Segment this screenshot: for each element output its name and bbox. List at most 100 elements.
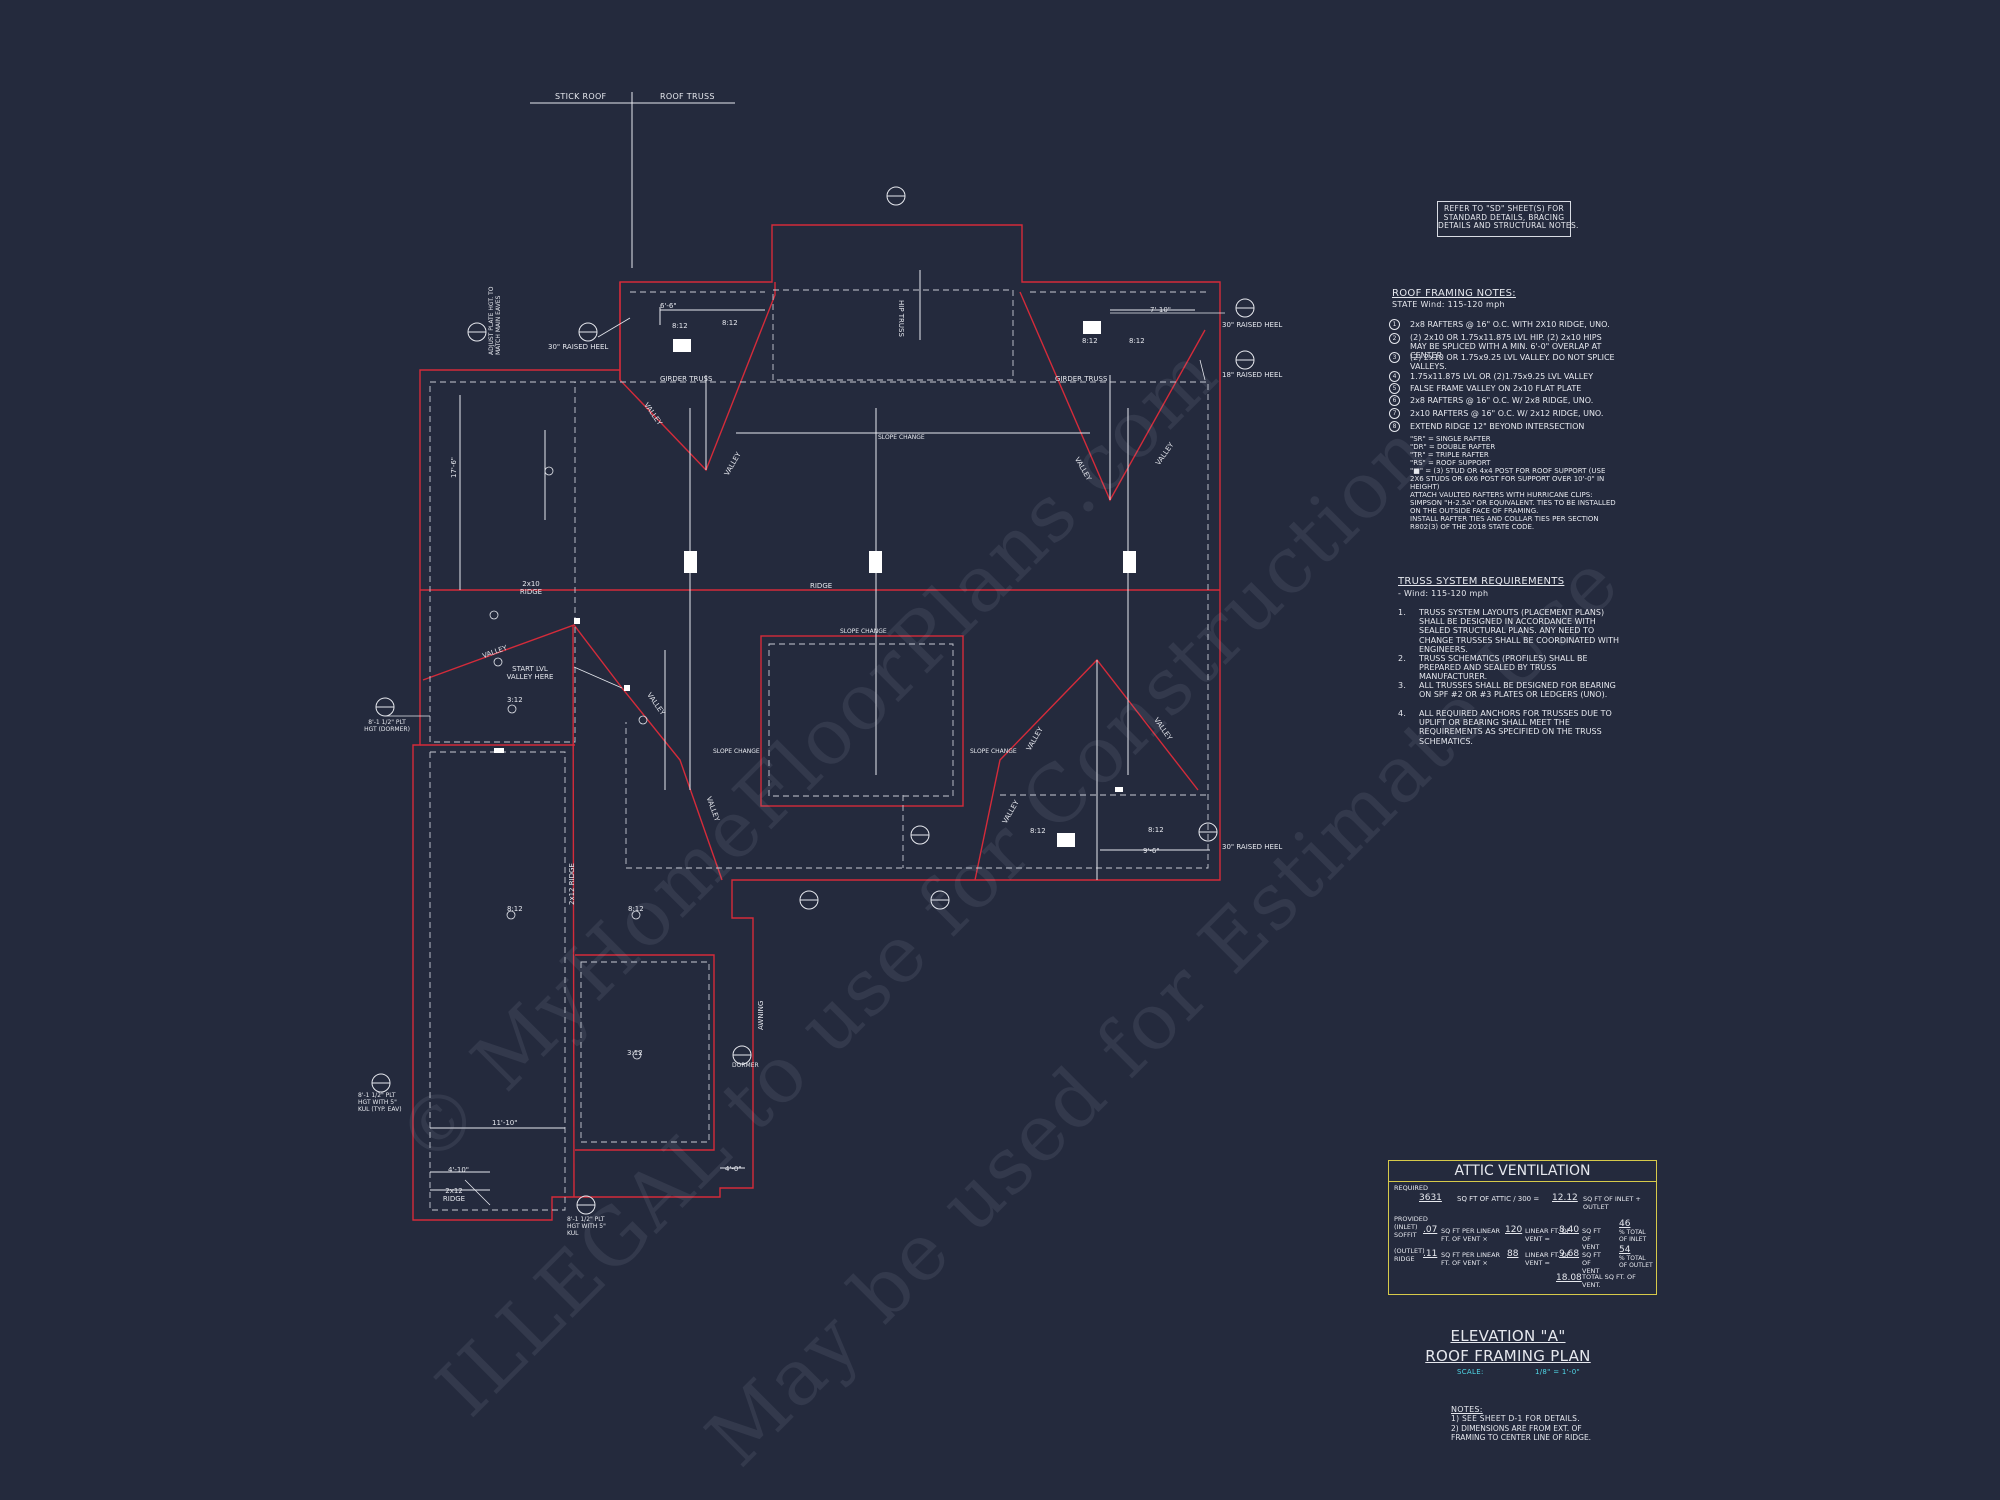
truss-req-number-2: 2. xyxy=(1398,654,1407,663)
slope-change-label-3: SLOPE CHANGE xyxy=(713,748,760,755)
plan-title-line-2: ROOF FRAMING PLAN xyxy=(1425,1347,1591,1365)
note-number-4: 4 xyxy=(1389,371,1400,382)
vent-soffit-lf: 120 xyxy=(1505,1225,1523,1235)
slope-change-label-2: SLOPE CHANGE xyxy=(840,628,887,635)
vent-required-unit: SQ FT OF INLET + OUTLET xyxy=(1583,1195,1641,1211)
plate-height-label-1: 8'-1 1/2" PLT HGT (DORMER) xyxy=(364,719,410,733)
notes-item-1: 1) SEE SHEET D-1 FOR DETAILS. xyxy=(1451,1414,1580,1423)
dormer-label: DORMER xyxy=(732,1062,759,1069)
note-bullet-7: INSTALL RAFTER TIES AND COLLAR TIES PER … xyxy=(1410,515,1599,532)
plan-title-line-1: ELEVATION "A" xyxy=(1450,1327,1566,1345)
dimension-4-0: 4'-0" xyxy=(725,1165,742,1173)
refer-line-3: DETAILS AND STRUCTURAL NOTES. xyxy=(1438,221,1579,231)
raised-heel-label-1: 30" RAISED HEEL xyxy=(548,343,609,351)
attic-ventilation-table: ATTIC VENTILATION REQUIRED 3631 SQ FT OF… xyxy=(1388,1160,1657,1295)
vent-required-label: REQUIRED xyxy=(1394,1184,1429,1192)
pitch-label-7: 8:12 xyxy=(628,905,644,913)
note-number-3: 3 xyxy=(1389,352,1400,363)
vent-soffit-total: 8.40 xyxy=(1559,1225,1580,1235)
note-text-7: 2x10 RAFTERS @ 16" O.C. W/ 2x12 RIDGE, U… xyxy=(1410,409,1604,418)
dimension-11-10: 11'-10" xyxy=(492,1119,518,1127)
start-lvl-label: START LVL VALLEY HERE xyxy=(506,665,554,681)
vent-ridge-pct: 54 xyxy=(1619,1245,1631,1255)
truss-req-number-3: 3. xyxy=(1398,681,1407,690)
vent-ridge-value: .11 xyxy=(1423,1249,1438,1259)
ridge-2x12-label: 2x12 RIDGE xyxy=(568,863,576,905)
vent-ridge-pct-text: % TOTAL OF OUTLET xyxy=(1619,1255,1653,1269)
stick-roof-label: STICK ROOF xyxy=(555,92,607,101)
refer-line-1: REFER TO "SD" SHEET(S) FOR xyxy=(1444,204,1564,213)
vent-ridge-total: 9.68 xyxy=(1559,1249,1580,1259)
pitch-label-5: 8:12 xyxy=(672,322,688,330)
dimension-4-10: 4'-10" xyxy=(448,1166,470,1174)
vent-grand-total: 18.08 xyxy=(1556,1273,1582,1283)
vent-soffit-value: .07 xyxy=(1423,1225,1438,1235)
pitch-label-6: 8:12 xyxy=(507,905,523,913)
vent-required-sqft: 3631 xyxy=(1419,1193,1442,1203)
roof-outline xyxy=(412,224,1221,1221)
note-bullet-2: "DR" = DOUBLE RAFTER xyxy=(1410,443,1496,451)
note-text-8: EXTEND RIDGE 12" BEYOND INTERSECTION xyxy=(1410,422,1585,431)
main-ridge-label: RIDGE xyxy=(810,582,833,590)
truss-req-number-1: 1. xyxy=(1398,608,1407,617)
vent-grand-total-text: TOTAL SQ FT. OF VENT. xyxy=(1582,1273,1636,1289)
note-number-8: 8 xyxy=(1389,421,1400,432)
note-bullet-4: "RS" = ROOF SUPPORT xyxy=(1410,459,1491,467)
vent-ridge-label: (OUTLET) RIDGE xyxy=(1394,1247,1425,1263)
pitch-label-3: 8:12 xyxy=(1129,337,1145,345)
raised-heel-label-3: 18" RAISED HEEL xyxy=(1222,371,1283,379)
refer-details-box: REFER TO "SD" SHEET(S) FOR STANDARD DETA… xyxy=(1437,201,1579,237)
note-number-5: 5 xyxy=(1389,383,1400,394)
vent-ridge-text: SQ FT PER LINEAR FT. OF VENT × xyxy=(1441,1251,1501,1267)
truss-req-text-4: ALL REQUIRED ANCHORS FOR TRUSSES DUE TO … xyxy=(1419,709,1612,746)
vent-soffit-pct-text: % TOTAL OF INLET xyxy=(1619,1229,1647,1243)
plan-scale-label: SCALE: xyxy=(1457,1368,1484,1376)
detail-callouts xyxy=(371,186,1255,1215)
plan-number-tags xyxy=(489,466,648,1060)
notes-title: NOTES: xyxy=(1451,1405,1483,1414)
vent-ridge-unit: SQ FT OF VENT xyxy=(1582,1251,1601,1275)
vent-required-text: SQ FT OF ATTIC / 300 = xyxy=(1457,1195,1540,1203)
vent-ridge-lf-text: LINEAR FT. OF VENT = xyxy=(1525,1251,1571,1267)
hip-truss-label: HIP TRUSS xyxy=(897,300,905,337)
vent-ridge-lf: 88 xyxy=(1507,1249,1519,1259)
plate-height-label-3: 8'-1 1/2" PLT HGT WITH 5" KUL xyxy=(567,1216,606,1237)
raised-heel-label-4: 30" RAISED HEEL xyxy=(1222,843,1283,851)
support-posts xyxy=(494,321,1136,847)
truss-requirements-title: TRUSS SYSTEM REQUIREMENTS xyxy=(1398,576,1565,587)
slope-change-label-1: SLOPE CHANGE xyxy=(878,434,925,441)
truss-req-number-4: 4. xyxy=(1398,709,1407,718)
attic-ventilation-title: ATTIC VENTILATION xyxy=(1389,1161,1656,1182)
roof-framing-notes-subtitle: STATE Wind: 115-120 mph xyxy=(1392,300,1505,309)
framing-lines xyxy=(430,92,1210,1191)
pitch-label-8: 3:12 xyxy=(627,1049,643,1057)
plate-height-label-2: 8'-1 1/2" PLT HGT WITH 5" KUL (TYP. EAV) xyxy=(358,1092,402,1113)
note-text-6: 2x8 RAFTERS @ 16" O.C. W/ 2x8 RIDGE, UNO… xyxy=(1410,396,1594,405)
dashed-wall-lines xyxy=(429,289,1210,1211)
note-text-3: (2) 2x10 OR 1.75x9.25 LVL VALLEY. DO NOT… xyxy=(1410,353,1615,372)
vent-required-result: 12.12 xyxy=(1552,1193,1578,1203)
pitch-label-9: 8:12 xyxy=(1030,827,1046,835)
note-text-5: FALSE FRAME VALLEY ON 2x10 FLAT PLATE xyxy=(1410,384,1582,393)
dimension-7-10: 7'-10" xyxy=(1150,306,1172,314)
pitch-label-10: 8:12 xyxy=(1148,826,1164,834)
note-bullet-5: "■" = (3) STUD OR 4x4 POST FOR ROOF SUPP… xyxy=(1410,467,1606,492)
pitch-label-1: 8:12 xyxy=(722,319,738,327)
note-text-2: (2) 2x10 OR 1.75x11.875 LVL HIP. (2) 2x1… xyxy=(1410,333,1602,361)
note-number-6: 6 xyxy=(1389,395,1400,406)
ridge-2x10-label: 2x10 RIDGE xyxy=(519,580,543,596)
adjust-plate-label: ADJUST PLATE HGT. TO MATCH MAIN EAVES xyxy=(488,286,502,355)
ridge-2x12-label-2: 2x12 RIDGE xyxy=(442,1187,466,1203)
dimension-9-6: 9'-6" xyxy=(1143,847,1160,855)
truss-req-text-2: TRUSS SCHEMATICS (PROFILES) SHALL BE PRE… xyxy=(1419,654,1588,682)
note-number-7: 7 xyxy=(1389,408,1400,419)
notes-item-2: 2) DIMENSIONS ARE FROM EXT. OF FRAMING T… xyxy=(1451,1424,1592,1442)
note-bullet-1: "SR" = SINGLE RAFTER xyxy=(1410,435,1491,443)
vent-soffit-label: (INLET) SOFFIT xyxy=(1394,1223,1418,1239)
vent-soffit-text: SQ FT PER LINEAR FT. OF VENT × xyxy=(1441,1227,1501,1243)
pitch-label-4: 3:12 xyxy=(507,696,523,704)
raised-heel-label-2: 30" RAISED HEEL xyxy=(1222,321,1283,329)
vent-soffit-unit: SQ FT OF VENT xyxy=(1582,1227,1601,1251)
awning-label: AWNING xyxy=(757,1000,765,1030)
